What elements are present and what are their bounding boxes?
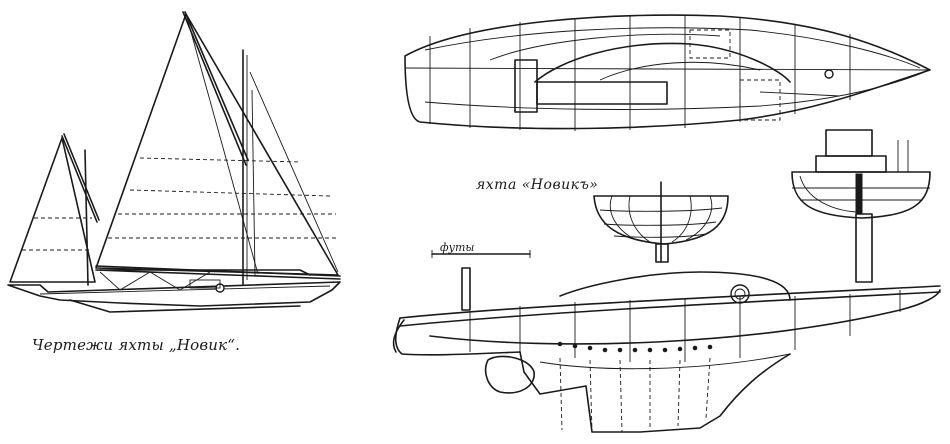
cabin-section-drawing <box>791 129 931 283</box>
scale-bar-label: футы <box>440 241 475 254</box>
sail-plan-drawing <box>7 11 341 313</box>
hull-profile-drawing <box>392 250 941 433</box>
hull-section-drawing <box>593 181 729 263</box>
drawing-title: яхта «Новикъ» <box>476 177 599 193</box>
deck-plan-drawing <box>404 14 931 131</box>
figure-caption: Чертежи яхты „Новик“. <box>32 336 241 354</box>
